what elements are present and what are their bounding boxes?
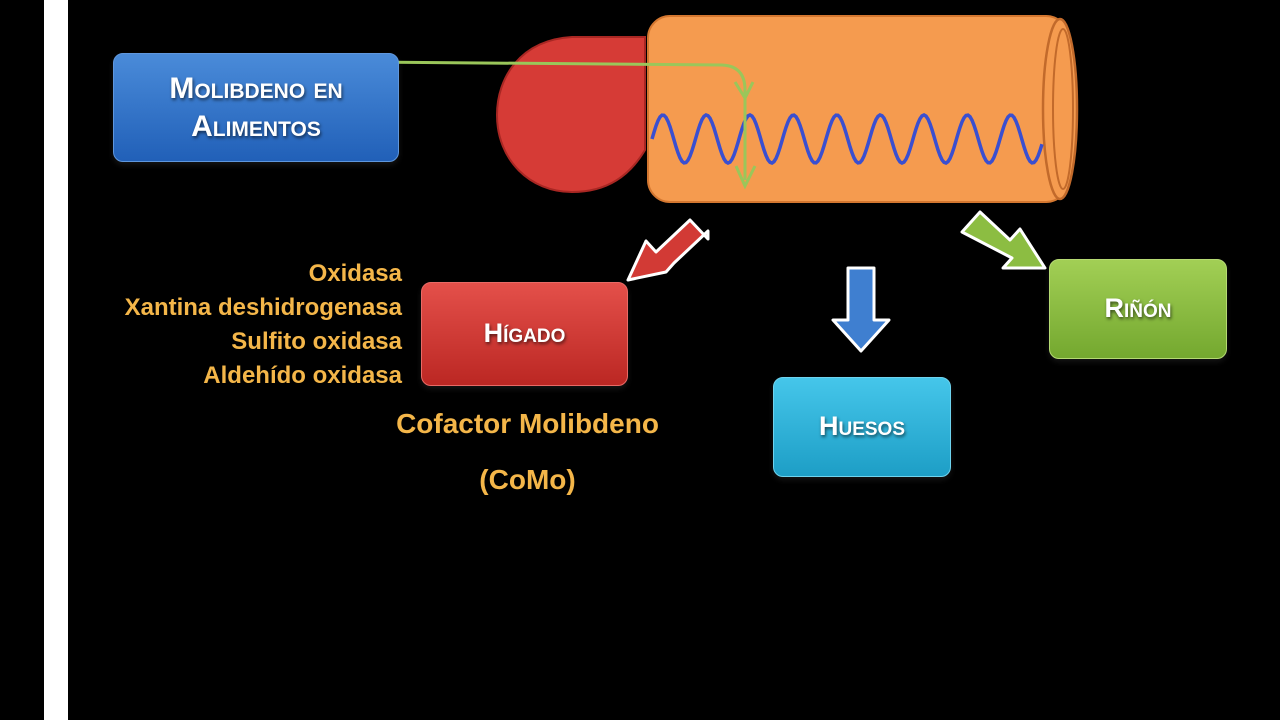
cofactor-abbrev: (CoMo) bbox=[479, 464, 576, 495]
food-box-line2: Alimentos bbox=[191, 109, 321, 143]
arrow-to-bones bbox=[831, 266, 891, 353]
intestine-tube-opening bbox=[1041, 17, 1079, 201]
stomach-shape bbox=[495, 36, 646, 194]
arrow-to-kidney bbox=[960, 210, 1047, 270]
enzyme-item: Oxidasa bbox=[308, 260, 402, 287]
left-white-border bbox=[44, 0, 68, 720]
enzyme-item: Xantina deshidrogenasa bbox=[124, 294, 402, 321]
enzyme-item: Sulfito oxidasa bbox=[231, 328, 402, 355]
wave-line bbox=[650, 113, 1044, 165]
food-molybdenum-box: Molibdeno en Alimentos bbox=[113, 53, 399, 162]
entry-arrow-head-top bbox=[733, 81, 755, 102]
entry-arrow-head bbox=[734, 165, 757, 190]
bones-box: Huesos bbox=[773, 377, 951, 477]
right-border bbox=[1237, 0, 1280, 720]
liver-label: Hígado bbox=[483, 318, 566, 349]
enzyme-list: Oxidasa Xantina deshidrogenasa Sulfito o… bbox=[125, 257, 402, 393]
intestine-tube-opening-inner bbox=[1052, 28, 1074, 190]
bones-label: Huesos bbox=[818, 411, 906, 442]
arrow-to-liver bbox=[626, 218, 710, 282]
kidney-label: Riñón bbox=[1104, 293, 1172, 324]
kidney-box: Riñón bbox=[1049, 259, 1227, 359]
cofactor-title: Cofactor Molibdeno bbox=[396, 408, 659, 439]
enzyme-item: Aldehído oxidasa bbox=[203, 362, 402, 389]
liver-box: Hígado bbox=[421, 282, 628, 386]
food-box-line1: Molibdeno en bbox=[169, 72, 343, 105]
intestine-tube bbox=[647, 15, 1069, 203]
entry-arrow-line bbox=[367, 60, 747, 180]
